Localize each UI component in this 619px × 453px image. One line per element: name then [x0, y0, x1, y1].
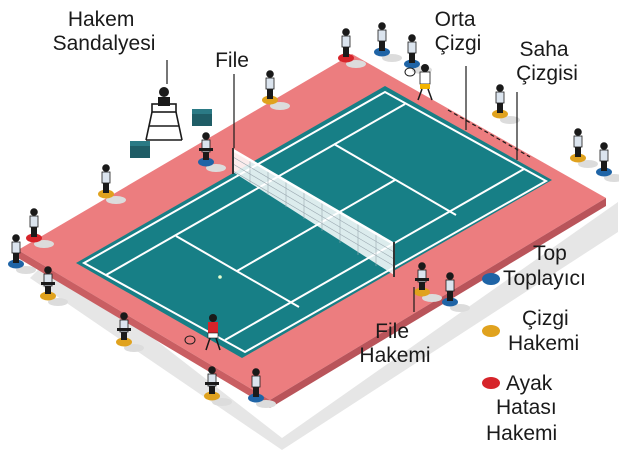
official-16: [414, 262, 442, 302]
court-officials: [8, 22, 619, 408]
court-outline: [81, 90, 549, 354]
net-mesh: [233, 150, 394, 275]
legend-dot-foot-fault-judge: [482, 377, 500, 389]
legend-label-line-judge: Çizgi Hakemi: [508, 307, 579, 355]
court-surround-edge: [18, 250, 270, 408]
official-1: [338, 28, 366, 68]
legend: Top Toplayıcı Çizgi Hakemi Ayak Hatası H…: [482, 242, 586, 445]
official-12: [40, 266, 68, 306]
legend-label-ball-kid: Top Toplayıcı: [503, 242, 586, 290]
label-center-line: Orta Çizgi: [435, 8, 482, 55]
center-service-line: [236, 179, 396, 272]
label-court-line: Saha Çizgisi: [516, 38, 578, 85]
official-17: [442, 272, 470, 312]
player-near: [184, 275, 222, 351]
legend-item-ball-kid: Top Toplayıcı: [482, 242, 586, 290]
net: [232, 148, 395, 277]
net-tape: [232, 148, 395, 246]
court-surround-edge-right: [270, 198, 606, 408]
legend-item-line-judge: Çizgi Hakemi: [482, 307, 579, 355]
official-5: [492, 84, 520, 124]
legend-dot-line-judge: [482, 325, 500, 337]
official-9: [98, 164, 126, 204]
court-benches: [130, 109, 212, 158]
service-line-far: [333, 143, 457, 216]
official-10: [26, 208, 54, 248]
legend-label-foot-fault-judge: Ayak Hatası Hakemi: [486, 372, 563, 445]
legend-item-foot-fault-judge: Ayak Hatası Hakemi: [482, 372, 563, 445]
court-line-dashed: [447, 109, 531, 158]
official-4: [262, 70, 290, 110]
singles-sideline-near: [105, 103, 406, 276]
label-net: File: [215, 49, 249, 72]
umpire-chair: [145, 87, 183, 141]
official-7: [596, 142, 619, 182]
legend-dot-ball-kid: [482, 273, 500, 285]
official-14: [204, 366, 232, 406]
label-umpire-chair: Hakem Sandalyesi: [53, 8, 156, 55]
official-11: [8, 234, 36, 274]
official-15: [248, 368, 276, 408]
official-8: [198, 132, 226, 172]
player-far: [404, 64, 433, 101]
official-2: [374, 22, 402, 62]
official-6: [570, 128, 598, 168]
official-13: [116, 312, 144, 352]
label-net-umpire: File Hakemi: [359, 320, 430, 367]
